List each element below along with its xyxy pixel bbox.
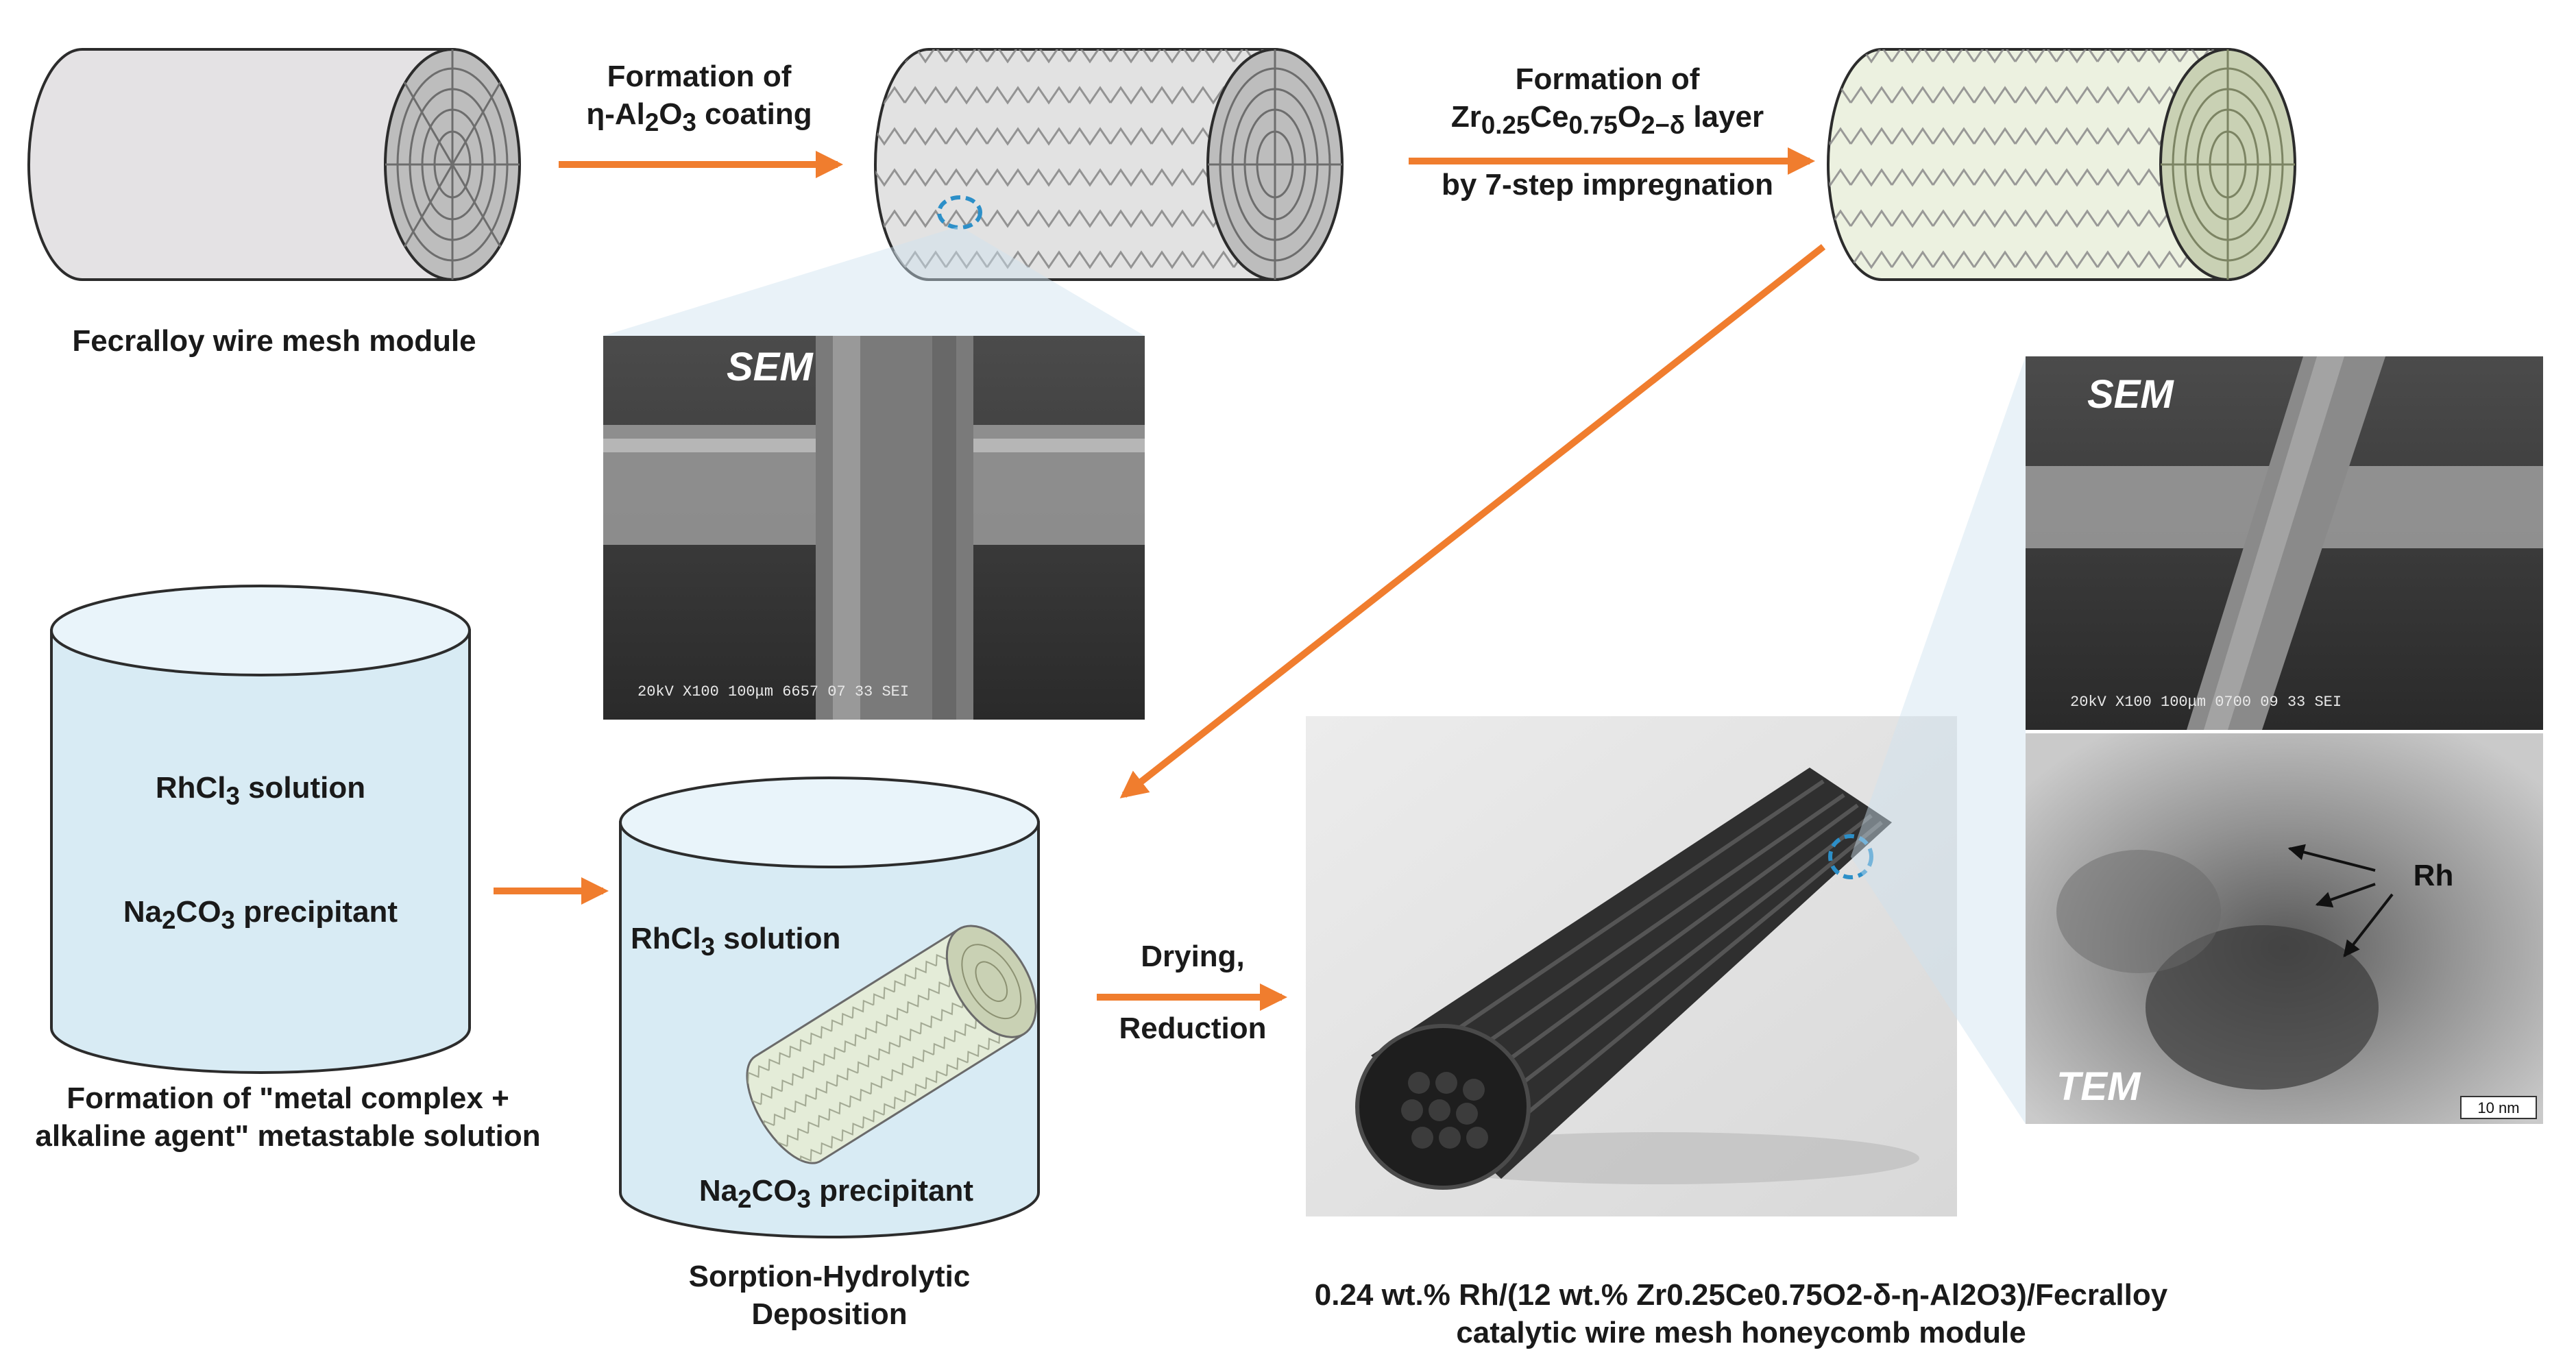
alumina-coated-module-icon (874, 48, 1344, 281)
sem1-scalebar: 20kV X100 100μm 6657 07 33 SEI (637, 683, 909, 700)
final-line2: catalytic wire mesh honeycomb module (1456, 1316, 2026, 1349)
step-zrceo-line3: by 7-step impregnation (1441, 167, 1774, 201)
rh-label: Rh (2414, 859, 2454, 892)
zoom-highlight-circle (937, 195, 982, 230)
immersed-module-icon (746, 925, 1037, 1164)
label-na2co3-precipitant-1: Na2CO3 precipitant (123, 895, 398, 934)
arrow-to-sorption (1119, 244, 1826, 798)
tem-label: TEM (2056, 1064, 2141, 1109)
label-drying-reduction: Drying, Reduction (1090, 938, 1296, 1047)
metastable-solution-cylinder (50, 585, 471, 1074)
catalyst-module-photo (1306, 716, 1957, 1216)
sem-label-1: SEM (727, 345, 814, 389)
step-coating-line1: Formation of (607, 60, 792, 93)
photo-highlight-circle (1828, 834, 1873, 879)
zrceo-coated-module-icon (1827, 48, 2296, 281)
drying-line: Drying, (1141, 940, 1245, 973)
final-line1: 0.24 wt.% Rh/(12 wt.% Zr0.25Ce0.75O2-δ-η… (1314, 1278, 2168, 1312)
tem-image: TEM 10 nm Rh (2026, 733, 2543, 1124)
sem-label-2: SEM (2087, 372, 2174, 417)
label-rhcl3-solution-2: RhCl3 solution (631, 922, 841, 961)
reduction-line: Reduction (1119, 1012, 1267, 1045)
rh-pointer-3 (2343, 893, 2394, 957)
label-rhcl3-solution-1: RhCl3 solution (155, 771, 366, 810)
label-metastable-solution: Formation of "metal complex + alkaline a… (0, 1079, 576, 1155)
fecralloy-module-icon (27, 48, 521, 281)
rh-pointer-2 (2315, 883, 2376, 908)
label-step-zrceo: Formation of Zr0.25Ce0.75O2−δ layer by 7… (1405, 60, 1810, 204)
step-coating-line2: η-Al2O3 coating (586, 97, 812, 136)
label-sorption-hydrolytic: Sorption-Hydrolytic Deposition (624, 1258, 1035, 1333)
zoom-fan (603, 226, 1145, 336)
rh-pointer-1 (2287, 844, 2376, 872)
tem-scale-label: 10 nm (2477, 1099, 2519, 1116)
metastable-line2: alkaline agent" metastable solution (35, 1119, 541, 1153)
metastable-line1: Formation of "metal complex + (66, 1081, 509, 1115)
step-zrceo-line1: Formation of (1515, 62, 1700, 96)
step-zrceo-line2: Zr0.25Ce0.75O2−δ layer (1450, 100, 1764, 139)
label-step-coating: Formation of η-Al2O3 coating (562, 58, 836, 138)
label-fecralloy-module: Fecralloy wire mesh module (72, 324, 476, 358)
zoom-fan-2 (1851, 356, 2026, 1124)
label-final-catalyst: 0.24 wt.% Rh/(12 wt.% Zr0.25Ce0.75O2-δ-η… (1179, 1276, 2303, 1351)
sem-image-catalyst: SEM 20kV X100 100μm 0700 09 33 SEI (2026, 356, 2543, 730)
sem-image-alumina: SEM 20kV X100 100μm 6657 07 33 SEI (603, 336, 1145, 720)
shd-line2: Deposition (751, 1297, 908, 1331)
shd-line1: Sorption-Hydrolytic (688, 1260, 971, 1293)
label-na2co3-precipitant-2: Na2CO3 precipitant (698, 1174, 974, 1213)
sorption-deposition-cylinder (619, 776, 1040, 1238)
sem2-scalebar: 20kV X100 100μm 0700 09 33 SEI (2070, 694, 2342, 711)
